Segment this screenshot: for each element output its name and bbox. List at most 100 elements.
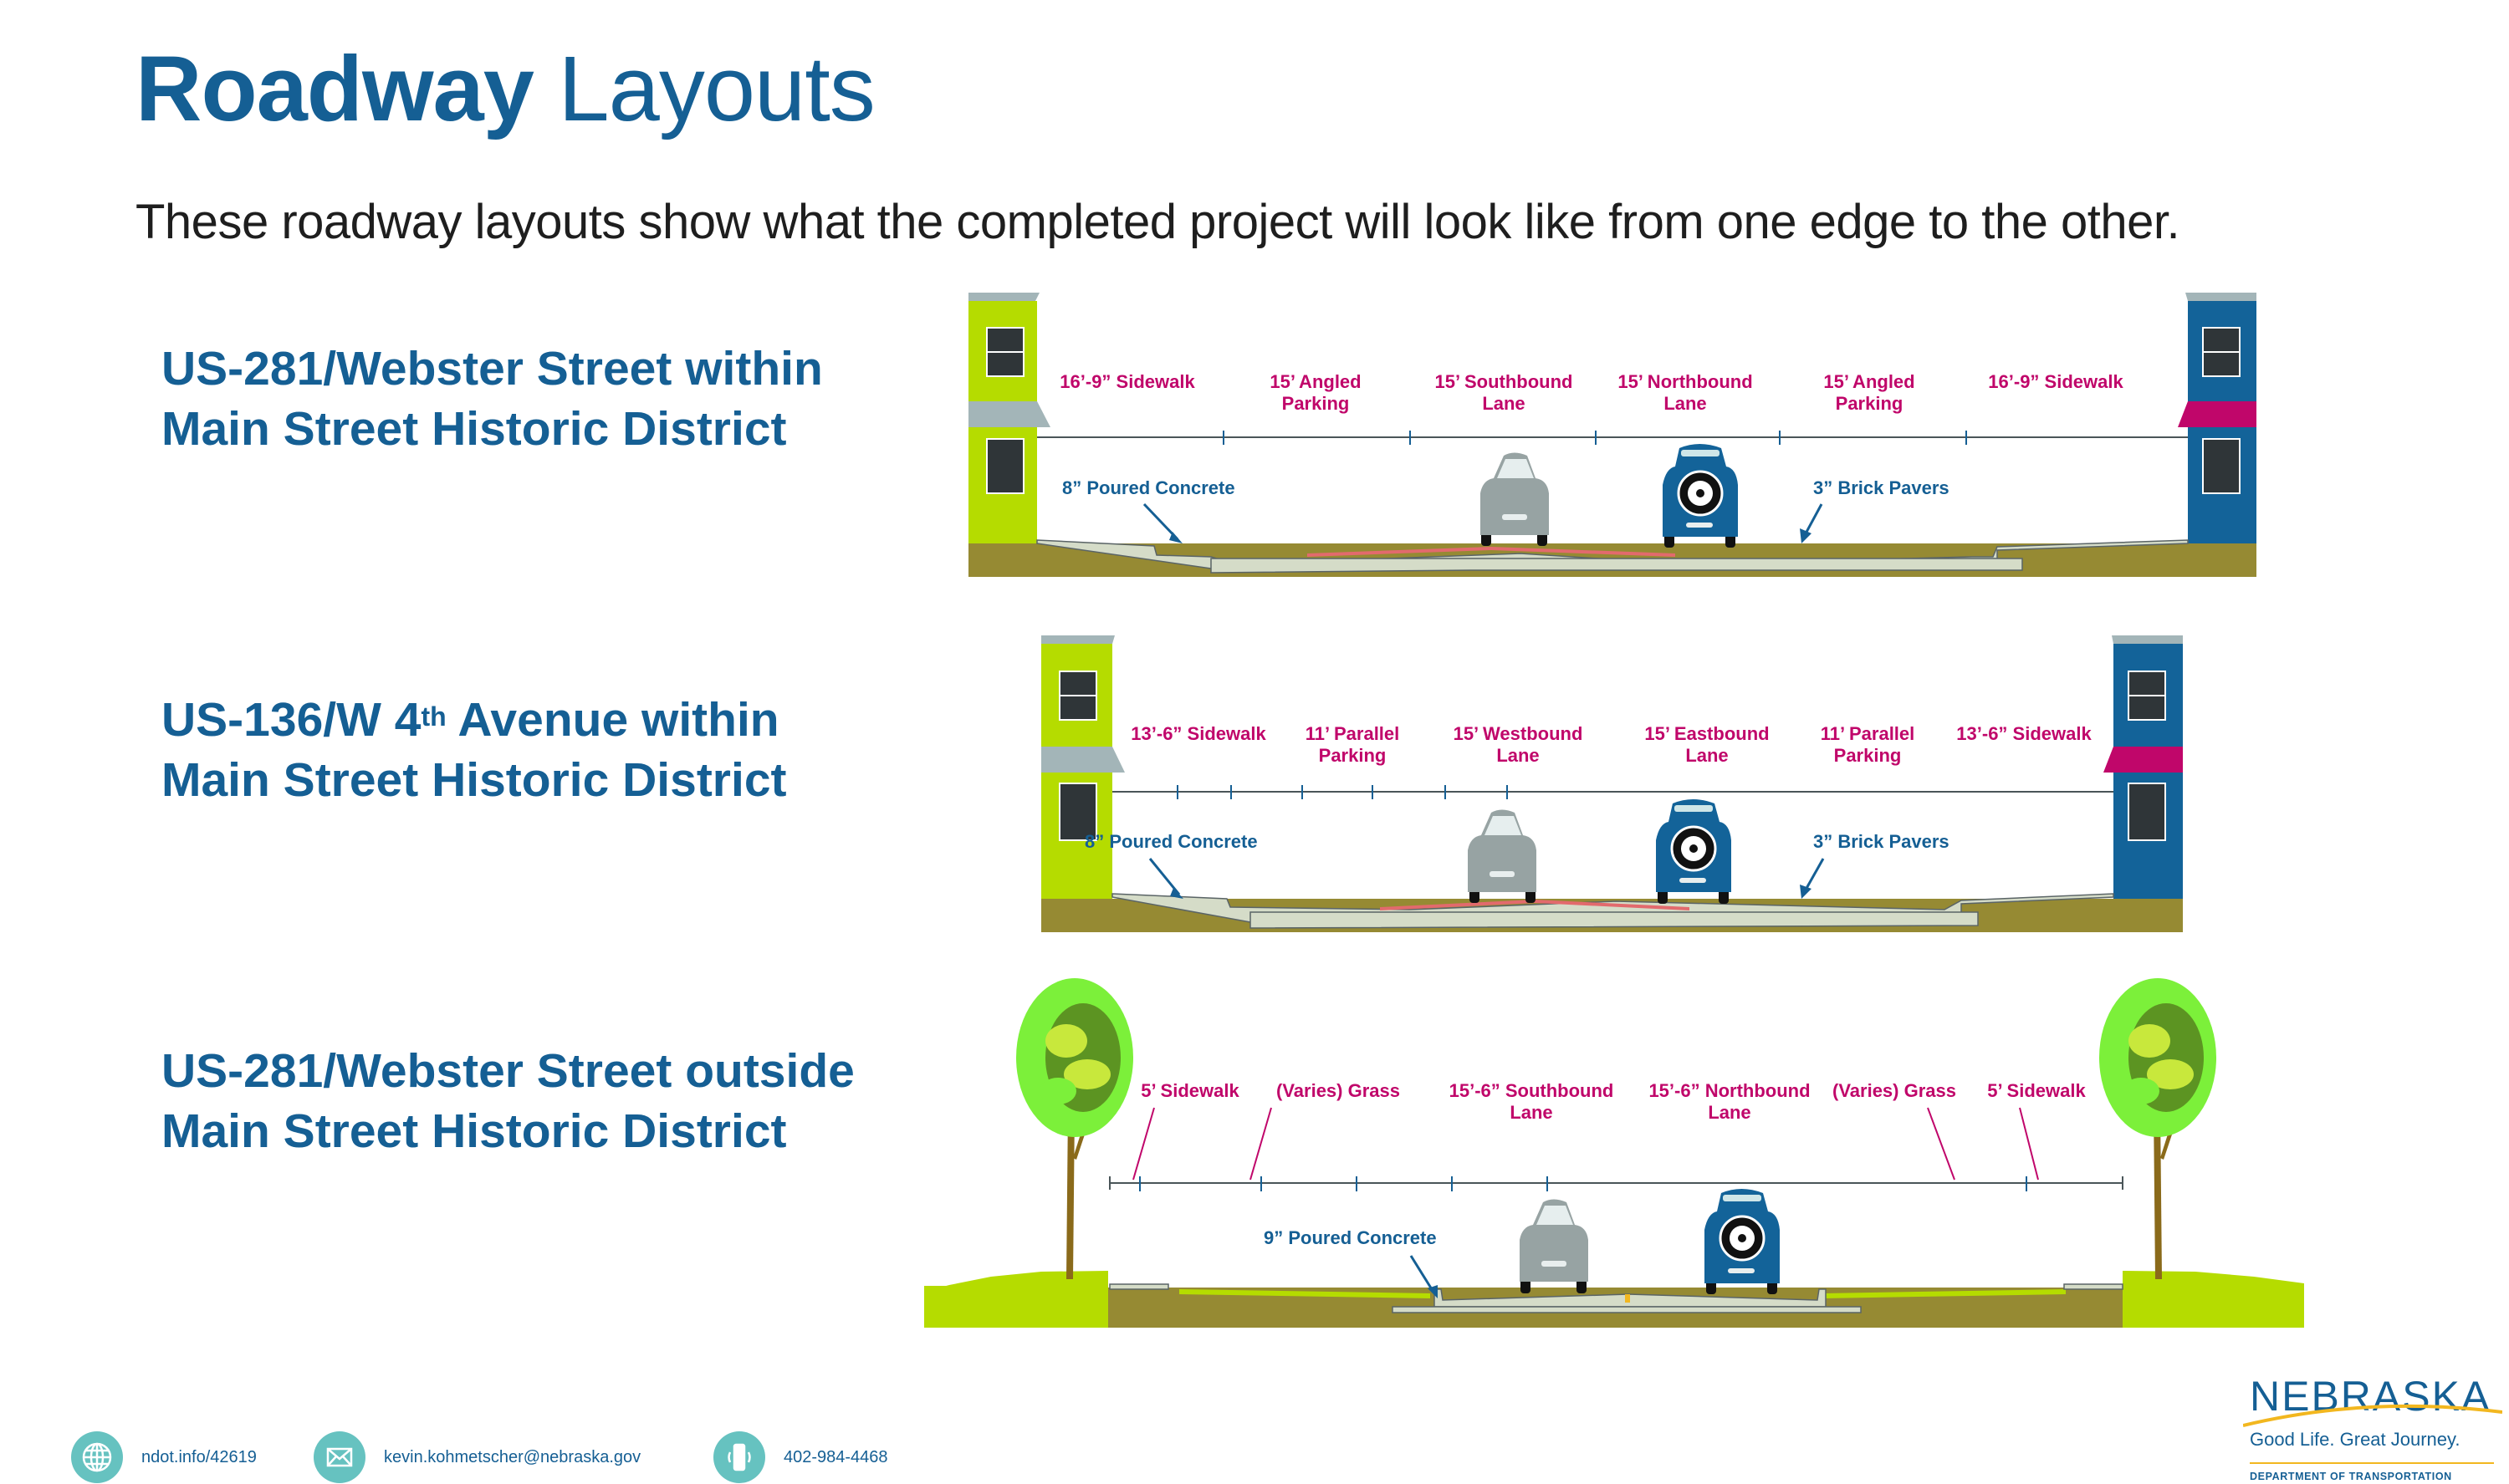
awning <box>2178 401 2256 427</box>
segment-label: 15’ Southbound <box>1435 371 1573 392</box>
material-label-pavers: 3” Brick Pavers <box>1813 477 1949 498</box>
segment-label: Lane <box>1496 745 1539 766</box>
section-title-2-sup: th <box>421 701 447 732</box>
grass-strip <box>1823 1289 2066 1298</box>
building-door <box>2128 783 2166 841</box>
pavement <box>1111 893 2114 929</box>
car-northbound <box>1663 444 1738 548</box>
segment-label: Lane <box>1482 393 1525 414</box>
section-title-1-line1: US-281/Webster Street within <box>161 342 823 395</box>
section-title-3-line1: US-281/Webster Street outside <box>161 1044 855 1098</box>
cross-section-diagram-2: 13’-6” Sidewalk 11’ Parallel Parking 15’… <box>1041 631 2183 936</box>
material-label-concrete: 9” Poured Concrete <box>1264 1227 1437 1248</box>
segment-label: 5’ Sidewalk <box>1141 1080 1239 1101</box>
grass-strip <box>1179 1289 1430 1298</box>
section-title-2-line1: US-136/W 4th Avenue within <box>161 690 787 750</box>
segment-label: 15’ Angled <box>1270 371 1361 392</box>
segment-label: Lane <box>1663 393 1706 414</box>
logo-tagline: Good Life. Great Journey. <box>2250 1429 2460 1450</box>
footer-website[interactable]: ndot.info/42619 <box>71 1431 257 1483</box>
segment-label: Parking <box>1282 393 1350 414</box>
ndot-logo: NEBRASKA Good Life. Great Journey. DEPAR… <box>2243 1373 2502 1482</box>
phone-icon <box>713 1431 765 1483</box>
footer-website-text[interactable]: ndot.info/42619 <box>141 1447 257 1466</box>
left-building <box>1041 635 1125 899</box>
footer-phone[interactable]: 402-984-4468 <box>713 1431 888 1483</box>
footer-email-text[interactable]: kevin.kohmetscher@nebraska.gov <box>384 1447 641 1466</box>
leader-arrow <box>1148 858 1181 895</box>
tree-right <box>2099 978 2216 1279</box>
section-title-3-line2: Main Street Historic District <box>161 1104 787 1158</box>
awning <box>2103 747 2183 773</box>
right-building <box>2178 293 2256 543</box>
segment-label: 16’-9” Sidewalk <box>1988 371 2123 392</box>
cross-section-diagram-3: 5’ Sidewalk (Varies) Grass 15’-6” Southb… <box>924 978 2304 1334</box>
section-title-1-line2: Main Street Historic District <box>161 402 787 456</box>
segment-label: Parking <box>1836 393 1903 414</box>
segment-label: 15’ Eastbound <box>1644 723 1769 744</box>
page-title: Roadway Layouts <box>135 43 876 135</box>
dimension-ticks <box>1223 431 1967 445</box>
section-title-2-post: Avenue within <box>446 693 779 747</box>
segment-label: Parking <box>1319 745 1387 766</box>
grass-edge-left <box>924 1286 1108 1328</box>
sidewalk-right <box>2063 1283 2123 1290</box>
sidewalk-left <box>1109 1283 1169 1290</box>
page-title-light: Layouts <box>558 38 875 140</box>
building-door <box>986 438 1025 494</box>
section-title-1: US-281/Webster Street within Main Street… <box>161 339 823 459</box>
segment-label: 5’ Sidewalk <box>1987 1080 2086 1101</box>
dimension-ticks <box>1139 1176 2027 1191</box>
right-building <box>2103 635 2183 899</box>
envelope-icon <box>314 1431 365 1483</box>
material-label-concrete: 8” Poured Concrete <box>1085 831 1258 852</box>
car-northbound <box>1704 1189 1780 1294</box>
centerline-marking <box>1625 1294 1630 1303</box>
page-title-bold: Roadway <box>135 38 534 140</box>
globe-icon <box>71 1431 123 1483</box>
segment-label: Parking <box>1834 745 1902 766</box>
logo-wordmark: NEBRASKA <box>2250 1373 2491 1420</box>
cross-section-diagram-1: 16’-9” Sidewalk 15’ Angled Parking 15’ S… <box>968 284 2256 577</box>
car-southbound <box>1520 1199 1588 1293</box>
logo-divider <box>2250 1462 2494 1464</box>
car-eastbound <box>1656 799 1731 904</box>
segment-label: Lane <box>1510 1102 1552 1123</box>
car-southbound <box>1480 452 1549 546</box>
tree-left <box>1016 978 1133 1279</box>
leader-arrow <box>1803 503 1823 536</box>
footer-email[interactable]: kevin.kohmetscher@nebraska.gov <box>314 1431 641 1483</box>
material-label-concrete: 8” Poured Concrete <box>1062 477 1235 498</box>
section-title-2-line2: Main Street Historic District <box>161 753 787 807</box>
segment-label: (Varies) Grass <box>1832 1080 1956 1101</box>
segment-label: 15’ Northbound <box>1617 371 1752 392</box>
segment-label: Lane <box>1685 745 1728 766</box>
leader-arrow <box>1803 858 1825 892</box>
segment-label: 15’-6” Southbound <box>1449 1080 1614 1101</box>
pavement <box>1036 539 2189 574</box>
awning <box>968 401 1050 427</box>
segment-label: 16’-9” Sidewalk <box>1060 371 1195 392</box>
segment-label: 15’ Angled <box>1823 371 1914 392</box>
section-title-3: US-281/Webster Street outside Main Stree… <box>161 1041 855 1161</box>
building-door <box>2202 438 2241 494</box>
material-label-pavers: 3” Brick Pavers <box>1813 831 1949 852</box>
car-westbound <box>1468 809 1536 903</box>
segment-label: 13’-6” Sidewalk <box>1131 723 1266 744</box>
footer-phone-text[interactable]: 402-984-4468 <box>784 1447 888 1466</box>
label-leaders <box>1132 1107 2039 1181</box>
brick-pavers <box>1307 547 1675 557</box>
dimension-ticks <box>1177 785 1508 799</box>
segment-label: (Varies) Grass <box>1276 1080 1400 1101</box>
logo-department: DEPARTMENT OF TRANSPORTATION <box>2250 1471 2452 1482</box>
grass-edge-right <box>2123 1286 2304 1328</box>
segment-label: Lane <box>1708 1102 1750 1123</box>
awning <box>1041 747 1125 773</box>
leader-arrow <box>1409 1255 1436 1294</box>
segment-label: 13’-6” Sidewalk <box>1956 723 2092 744</box>
section-title-2: US-136/W 4th Avenue within Main Street H… <box>161 690 787 810</box>
segment-label: 11’ Parallel <box>1821 723 1915 744</box>
segment-label: 15’-6” Northbound <box>1648 1080 1810 1101</box>
segment-label: 15’ Westbound <box>1454 723 1583 744</box>
building-door <box>1059 783 1097 841</box>
